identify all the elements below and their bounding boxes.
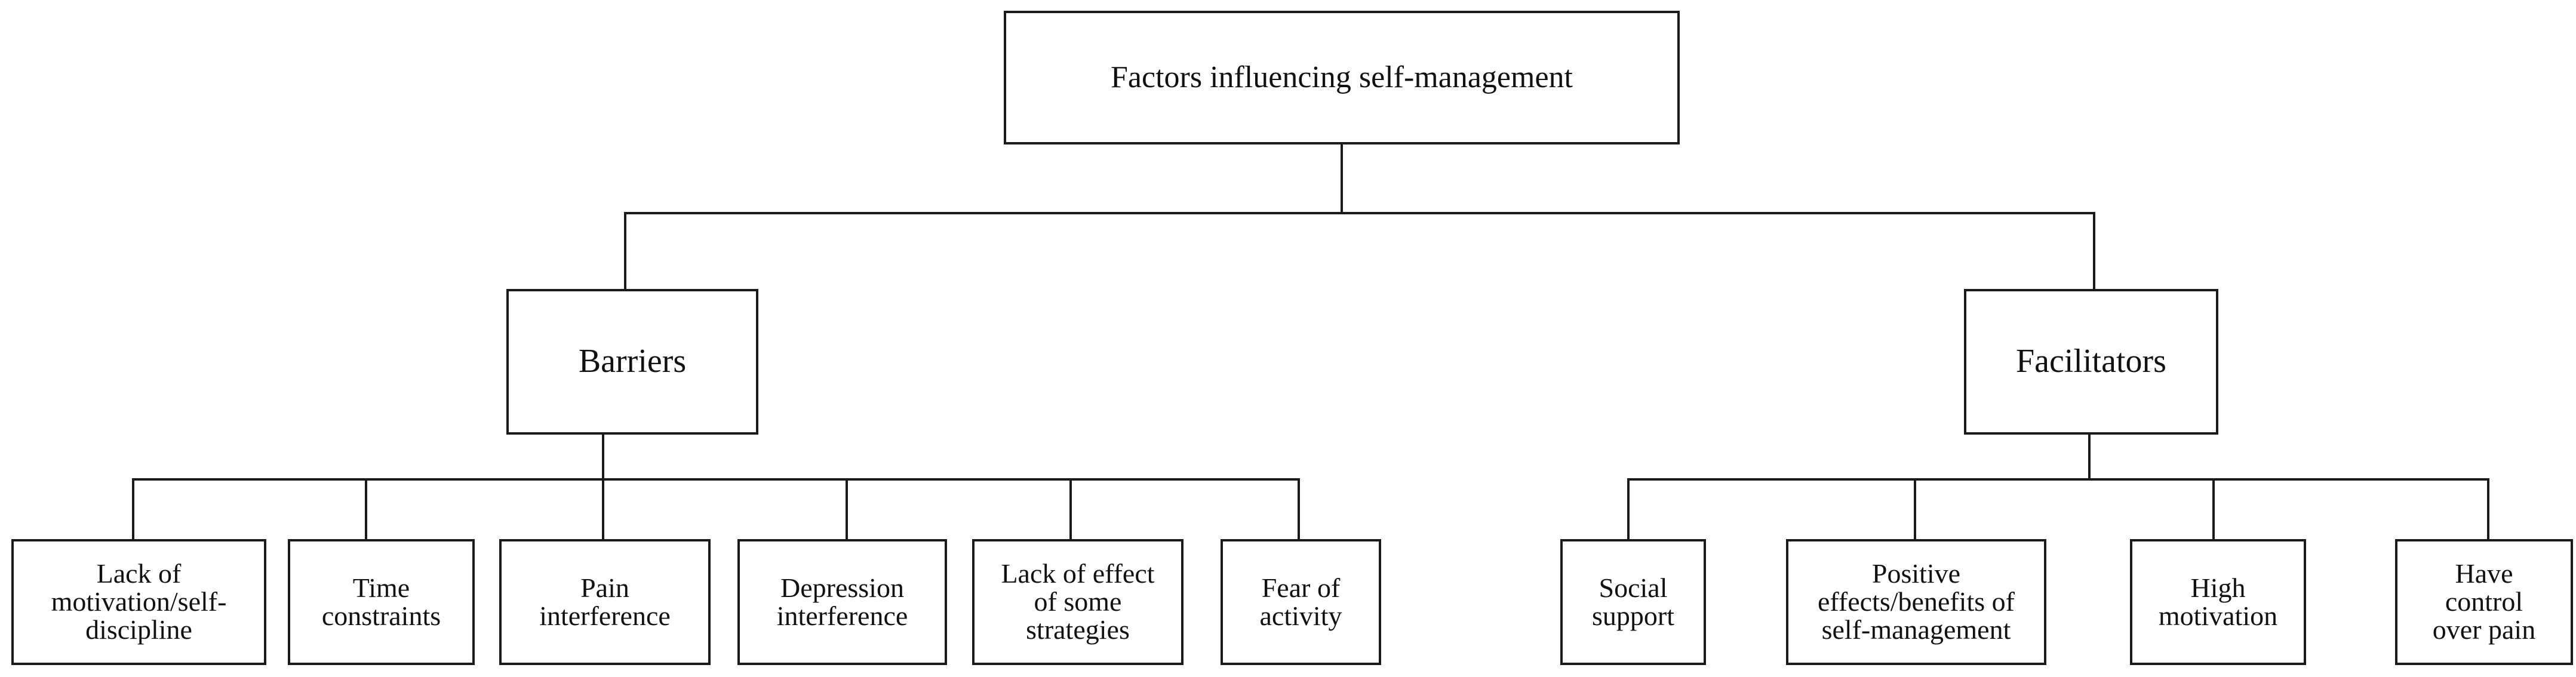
barrier-lack-of-effect-node: Lack of effect of some strategies bbox=[972, 539, 1184, 665]
root-node: Factors influencing self-management bbox=[1004, 11, 1680, 144]
barrier-pain-interference-node: Pain interference bbox=[499, 539, 711, 665]
facilitator-social-support-node: Social support bbox=[1560, 539, 1706, 665]
barriers-node-label: Barriers bbox=[578, 343, 687, 380]
facilitator-control-over-pain-node: Have control over pain bbox=[2395, 539, 2573, 665]
barrier-time-constraints-node: Time constraints bbox=[288, 539, 475, 665]
facilitator-positive-effects-node: Positive effects/benefits of self-manage… bbox=[1786, 539, 2046, 665]
barrier-fear-of-activity-node: Fear of activity bbox=[1221, 539, 1381, 665]
barrier-label: Depression interference bbox=[776, 572, 908, 631]
facilitator-label: Have control over pain bbox=[2432, 558, 2536, 645]
barrier-label: Pain interference bbox=[539, 572, 671, 631]
facilitator-label: Positive effects/benefits of self-manage… bbox=[1818, 558, 2015, 645]
facilitators-node: Facilitators bbox=[1964, 289, 2218, 435]
barriers-node: Barriers bbox=[506, 289, 758, 435]
facilitator-label: Social support bbox=[1592, 572, 1674, 631]
barrier-label: Fear of activity bbox=[1259, 572, 1342, 631]
barrier-label: Time constraints bbox=[321, 572, 441, 631]
barrier-label: Lack of motivation/self- discipline bbox=[51, 558, 227, 645]
facilitator-label: High motivation bbox=[2158, 572, 2278, 631]
root-node-label: Factors influencing self-management bbox=[1111, 60, 1573, 95]
facilitators-node-label: Facilitators bbox=[2016, 343, 2166, 380]
facilitator-high-motivation-node: High motivation bbox=[2130, 539, 2306, 665]
barrier-lack-of-motivation-node: Lack of motivation/self- discipline bbox=[11, 539, 266, 665]
barrier-depression-interference-node: Depression interference bbox=[737, 539, 947, 665]
barrier-label: Lack of effect of some strategies bbox=[1001, 558, 1155, 645]
